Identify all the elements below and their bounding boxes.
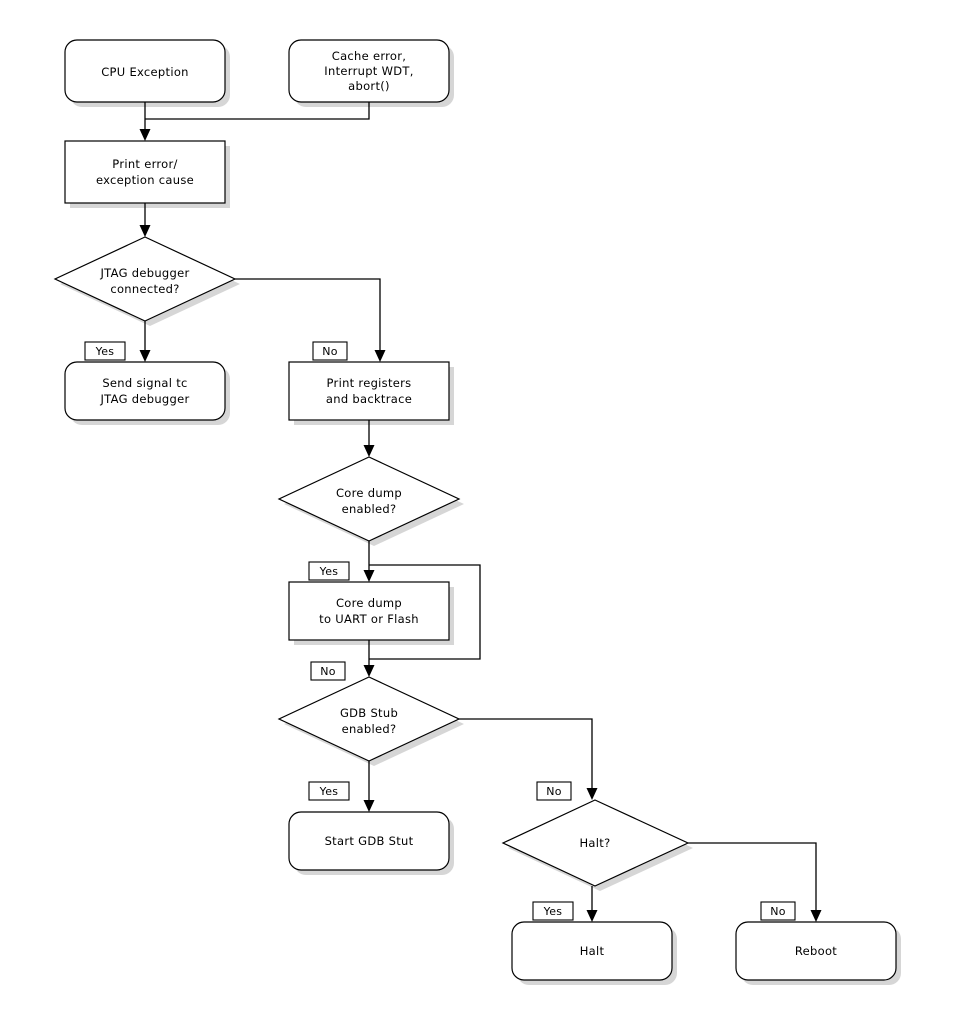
- arrowhead-into-halt: [586, 910, 598, 922]
- node-cache-error[interactable]: Cache error, Interrupt WDT, abort(): [288, 39, 450, 103]
- halt-yes-box: [532, 901, 574, 921]
- halt-yes-text: Yes: [543, 905, 563, 918]
- arrowhead-into-halt-decision: [586, 788, 598, 800]
- core-dump-yes-text: Yes: [319, 565, 339, 578]
- halt-no-box: [760, 901, 796, 921]
- edge-label-jtag-yes: Yes: [84, 341, 126, 361]
- print-registers-label-2: and backtrace: [326, 392, 412, 406]
- edge-label-gdb-yes: Yes: [308, 781, 350, 801]
- arrowhead-into-core-dump-action: [363, 570, 375, 582]
- arrowhead-into-send-signal: [139, 350, 151, 362]
- print-error-cause-label-2: exception cause: [96, 173, 194, 187]
- edge-cache-error-to-bus: [145, 102, 370, 120]
- arrowhead-into-core-dump-decision: [363, 445, 375, 457]
- node-core-dump-enabled[interactable]: Core dump enabled?: [277, 456, 461, 542]
- cache-error-label-3: abort(): [348, 79, 390, 93]
- jtag-decision-label: JTAG debugger: [99, 266, 189, 280]
- edge-labels: Yes No Yes No: [84, 341, 796, 921]
- start-gdb-stub-label: Start GDB Stut: [325, 834, 414, 848]
- node-cpu-exception[interactable]: CPU Exception: [64, 39, 226, 103]
- print-error-cause-shape[interactable]: [64, 140, 226, 204]
- print-registers-shape[interactable]: [288, 361, 450, 421]
- arrowhead-into-print-registers: [374, 350, 386, 362]
- node-gdb-stub-enabled[interactable]: GDB Stub enabled?: [277, 676, 461, 762]
- core-dump-decision-shape[interactable]: [277, 456, 461, 542]
- node-halt-decision[interactable]: Halt?: [501, 799, 690, 887]
- node-start-gdb-stub[interactable]: Start GDB Stut: [288, 811, 450, 871]
- gdb-decision-shape[interactable]: [277, 676, 461, 762]
- node-halt[interactable]: Halt: [511, 921, 673, 981]
- jtag-no-text: No: [322, 345, 338, 358]
- core-dump-decision-label: Core dump: [336, 486, 402, 500]
- node-reboot[interactable]: Reboot: [735, 921, 897, 981]
- jtag-decision-label-2: connected?: [110, 282, 179, 296]
- cache-error-label: Cache error,: [332, 49, 407, 63]
- edge-label-core-dump-no: No: [310, 661, 346, 681]
- jtag-yes-box: [84, 341, 126, 361]
- halt-label: Halt: [580, 944, 605, 958]
- edge-label-jtag-no: No: [312, 341, 348, 361]
- halt-shape[interactable]: [511, 921, 673, 981]
- cache-error-label-2: Interrupt WDT,: [324, 64, 413, 78]
- edge-label-gdb-no: No: [536, 781, 572, 801]
- core-dump-decision-label-2: enabled?: [342, 502, 397, 516]
- jtag-yes-text: Yes: [95, 345, 115, 358]
- reboot-shape[interactable]: [735, 921, 897, 981]
- core-dump-action-label: Core dump: [336, 596, 402, 610]
- arrowhead-into-jtag-decision: [139, 225, 151, 237]
- node-core-dump-to-uart-or-flash[interactable]: Core dump to UART or Flash: [288, 581, 450, 641]
- core-dump-action-shape[interactable]: [288, 581, 450, 641]
- print-registers-label: Print registers: [327, 376, 412, 390]
- gdb-yes-box: [308, 781, 350, 801]
- flow-edges: [139, 102, 822, 922]
- send-signal-shape[interactable]: [64, 361, 226, 421]
- gdb-no-text: No: [546, 785, 562, 798]
- cache-error-shape[interactable]: [288, 39, 450, 103]
- halt-no-text: No: [770, 905, 786, 918]
- core-dump-action-label-2: to UART or Flash: [319, 612, 419, 626]
- edge-jtag-no-to-print-registers: [235, 278, 381, 356]
- node-print-error-cause[interactable]: Print error/ exception cause: [64, 140, 226, 204]
- send-signal-label-2: JTAG debugger: [99, 392, 189, 406]
- jtag-no-box: [312, 341, 348, 361]
- node-print-registers-and-backtrace[interactable]: Print registers and backtrace: [288, 361, 450, 421]
- node-send-signal-to-jtag-debugger[interactable]: Send signal tc JTAG debugger: [64, 361, 226, 421]
- edge-halt-no-to-reboot: [688, 842, 817, 916]
- cpu-exception-shape[interactable]: [64, 39, 226, 103]
- edge-core-dump-bypass: [369, 564, 481, 660]
- node-jtag-debugger-connected[interactable]: JTAG debugger connected?: [53, 236, 237, 322]
- print-error-cause-label: Print error/: [112, 157, 177, 171]
- arrowhead-into-print-error: [139, 129, 151, 141]
- jtag-decision-shape[interactable]: [53, 236, 237, 322]
- edge-label-halt-yes: Yes: [532, 901, 574, 921]
- reboot-label: Reboot: [795, 944, 837, 958]
- core-dump-yes-box: [308, 561, 350, 581]
- gdb-decision-label-2: enabled?: [342, 722, 397, 736]
- arrowhead-into-reboot: [810, 910, 822, 922]
- flow-nodes: CPU Exception Cache error, Interrupt WDT…: [53, 39, 897, 981]
- edge-gdb-no-to-halt-decision: [459, 718, 593, 794]
- gdb-yes-text: Yes: [319, 785, 339, 798]
- arrowhead-into-gdb-decision: [363, 665, 375, 677]
- gdb-no-box: [536, 781, 572, 801]
- halt-decision-label: Halt?: [579, 836, 610, 850]
- edge-label-halt-no: No: [760, 901, 796, 921]
- edge-label-core-dump-yes: Yes: [308, 561, 350, 581]
- arrowhead-into-start-gdb-stub: [363, 800, 375, 812]
- core-dump-no-text: No: [320, 665, 336, 678]
- halt-decision-shape[interactable]: [501, 799, 690, 887]
- start-gdb-stub-shape[interactable]: [288, 811, 450, 871]
- cpu-exception-label: CPU Exception: [101, 65, 189, 79]
- send-signal-label: Send signal tc: [102, 376, 187, 390]
- gdb-decision-label: GDB Stub: [340, 706, 398, 720]
- core-dump-no-box: [310, 661, 346, 681]
